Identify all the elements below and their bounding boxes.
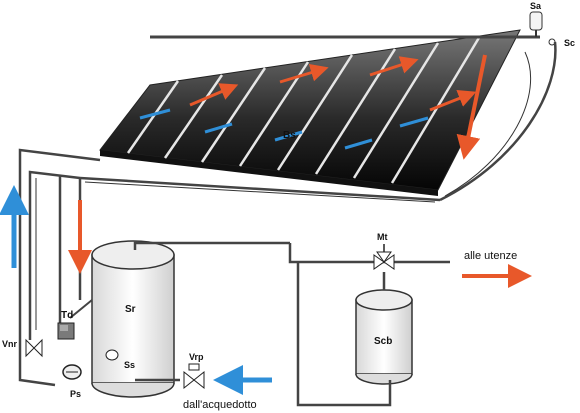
label-ss: Ss xyxy=(124,360,135,370)
collector-header-pipe xyxy=(150,11,556,46)
solar-collector-panel xyxy=(99,29,521,196)
mixing-valve-mt xyxy=(373,244,395,270)
label-td: Td xyxy=(61,310,73,321)
label-vnr: Vnr xyxy=(2,339,18,349)
insulation-coils xyxy=(35,51,532,330)
label-scb: Scb xyxy=(374,336,392,347)
distribution-pipes xyxy=(135,243,450,407)
valve-vnr xyxy=(25,338,43,358)
label-sa: Sa xyxy=(530,1,542,11)
label-sr: Sr xyxy=(125,304,136,315)
storage-tank-sr xyxy=(69,240,290,398)
label-vrp: Vrp xyxy=(189,352,204,362)
note-to-users: alle utenze xyxy=(464,250,517,262)
label-ps: Ps xyxy=(70,389,81,399)
backup-tank-scb xyxy=(355,272,413,385)
sensor-ss xyxy=(105,349,119,361)
label-sc: Sc xyxy=(564,38,575,48)
valve-vrp xyxy=(183,363,205,390)
label-mt: Mt xyxy=(377,232,388,242)
label-bs: Bs xyxy=(283,130,296,141)
note-from-aqueduct: dall'acquedotto xyxy=(183,399,257,411)
thermostat-td xyxy=(57,322,75,340)
pump-ps xyxy=(62,364,82,380)
